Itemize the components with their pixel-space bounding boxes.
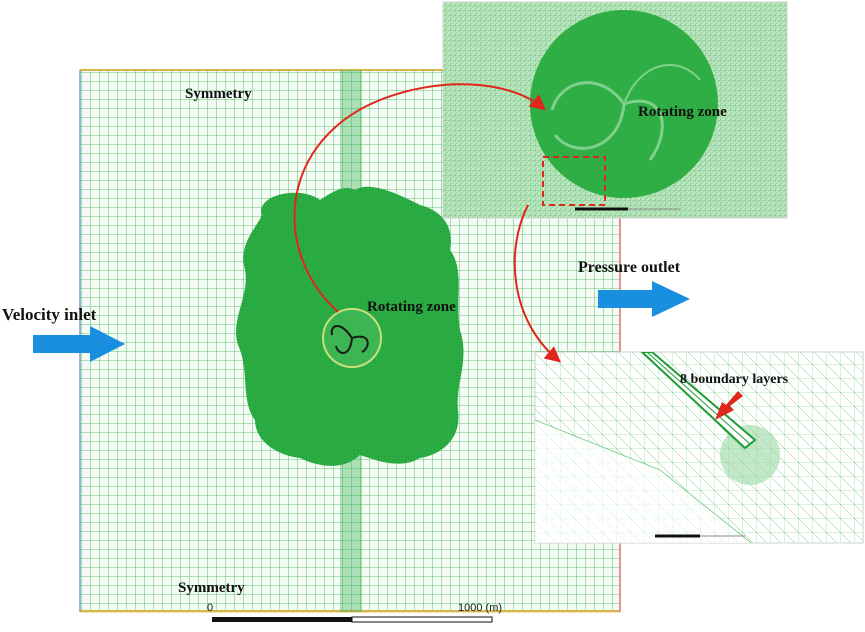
callout-arrow-boundary — [513, 204, 562, 363]
rotating-zone-zoom-label: Rotating zone — [638, 104, 727, 120]
symmetry-top-label: Symmetry — [185, 86, 252, 102]
zoom-panel-rotating-zone — [442, 1, 788, 219]
scale-start-label: 0 — [207, 602, 214, 614]
symmetry-bottom-label: Symmetry — [178, 580, 245, 596]
outlet-arrow — [598, 281, 690, 317]
inlet-arrow — [33, 326, 125, 362]
velocity-inlet-label: Velocity inlet — [2, 305, 97, 324]
callout-arrow-rotating-zone — [293, 83, 547, 313]
zoom-selection-box — [542, 156, 606, 206]
pressure-outlet-label: Pressure outlet — [578, 259, 681, 276]
rotating-zone-main — [322, 308, 382, 368]
boundary-layer-pointer — [715, 391, 743, 420]
zoom-panel-boundary-layers — [534, 351, 864, 544]
scale-end-label: 1000 (m) — [458, 602, 503, 614]
main-scale-bar — [212, 616, 493, 623]
rotating-zone-main-label: Rotating zone — [367, 299, 456, 315]
boundary-layers-label: 8 boundary layers — [680, 372, 789, 387]
